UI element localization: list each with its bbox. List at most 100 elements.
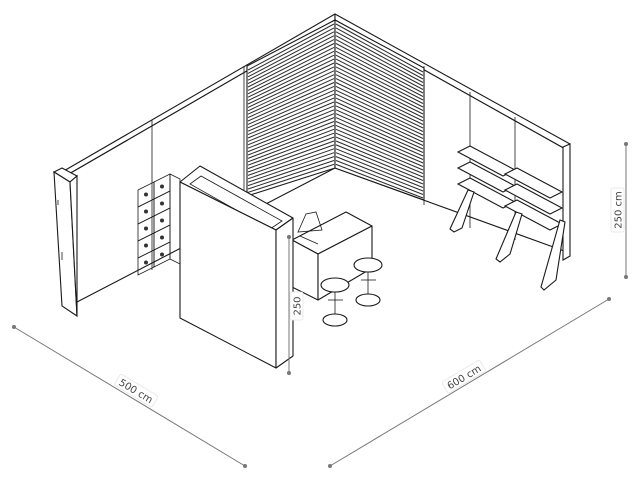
slat-line xyxy=(335,74,424,118)
slat-line xyxy=(335,156,424,192)
slat-line xyxy=(247,93,335,132)
slat-line xyxy=(247,121,335,156)
slat-line xyxy=(335,23,424,73)
cube-connector xyxy=(144,209,148,214)
slat-line xyxy=(335,113,424,153)
cube-shelf xyxy=(137,173,181,276)
slat-line xyxy=(335,148,424,185)
slat-line xyxy=(335,105,424,146)
cube-connector xyxy=(144,260,148,265)
slat-line xyxy=(247,109,335,146)
slat-line xyxy=(335,144,424,181)
slat-line xyxy=(335,62,424,108)
slat-line xyxy=(335,82,424,125)
slat-line xyxy=(335,39,424,87)
slat-line xyxy=(335,66,424,111)
cube-connector xyxy=(160,218,164,223)
dimension-depth: 500 cm xyxy=(12,325,247,468)
left-end-panel xyxy=(52,167,78,318)
cube-connector xyxy=(160,184,164,189)
slat-line xyxy=(335,163,424,199)
slat-line xyxy=(335,89,424,132)
slat-line xyxy=(247,70,335,112)
slat-line xyxy=(247,89,335,129)
slat-line xyxy=(335,85,424,129)
slat-line xyxy=(247,35,335,81)
slat-line xyxy=(335,152,424,188)
slat-line xyxy=(335,121,424,160)
dimension-height: 250 cm xyxy=(610,142,628,279)
right-end-edge xyxy=(562,143,571,261)
slat-line xyxy=(247,66,335,108)
slat-line xyxy=(335,31,424,80)
slat-line xyxy=(247,58,335,102)
slat-line xyxy=(247,113,335,149)
slat-line xyxy=(335,54,424,101)
slat-line xyxy=(335,43,424,90)
slat-line xyxy=(247,152,335,183)
cube-connector xyxy=(144,192,148,197)
slat-line xyxy=(247,148,335,180)
bar-stool-1 xyxy=(320,277,350,327)
dimension-width: 600 cm xyxy=(328,297,611,468)
dimension-partition-height: 250 xyxy=(287,235,304,375)
slat-line xyxy=(247,101,335,139)
cube-connector xyxy=(144,226,148,231)
slat-line xyxy=(335,97,424,139)
slat-line xyxy=(247,23,335,71)
slat-line xyxy=(335,128,424,167)
slat-line xyxy=(335,50,424,97)
slat-line xyxy=(247,43,335,88)
slat-line xyxy=(335,70,424,115)
cube-connector xyxy=(160,201,164,206)
slatwall-right xyxy=(334,19,425,201)
slat-line xyxy=(247,132,335,166)
slat-line xyxy=(335,160,424,195)
slat-line xyxy=(335,27,424,76)
slat-line xyxy=(247,163,335,193)
slat-line xyxy=(335,132,424,171)
slat-line xyxy=(247,128,335,163)
slat-line xyxy=(247,78,335,119)
slat-line xyxy=(247,46,335,91)
cube-connector xyxy=(144,243,148,248)
slat-line xyxy=(335,78,424,122)
cube-connector xyxy=(160,252,164,257)
slat-line xyxy=(247,117,335,153)
cube-connector xyxy=(160,235,164,240)
slat-line xyxy=(335,58,424,104)
slat-line xyxy=(247,50,335,95)
slat-line xyxy=(247,27,335,74)
slat-line xyxy=(335,140,424,178)
slat-line xyxy=(247,105,335,142)
slat-line xyxy=(247,62,335,105)
slat-line xyxy=(335,109,424,150)
slatwall-left xyxy=(246,19,336,197)
slat-line xyxy=(247,136,335,170)
partition-height-label: 250 xyxy=(293,296,304,315)
slat-line xyxy=(247,124,335,159)
slat-line xyxy=(247,54,335,98)
bar-stool-2 xyxy=(353,257,383,307)
slat-line xyxy=(247,160,335,190)
slat-line xyxy=(335,124,424,164)
slat-line xyxy=(335,117,424,157)
slat-line xyxy=(335,136,424,174)
slat-line xyxy=(247,39,335,85)
slat-line xyxy=(247,74,335,115)
wall-shelves xyxy=(449,145,566,291)
slat-line xyxy=(247,97,335,136)
slat-line xyxy=(247,31,335,78)
slat-line xyxy=(335,101,424,143)
slat-line xyxy=(335,93,424,136)
slat-line xyxy=(247,156,335,187)
height-label: 250 cm xyxy=(614,191,625,229)
slat-line xyxy=(247,85,335,125)
slat-line xyxy=(247,140,335,173)
slat-line xyxy=(247,144,335,176)
slat-line xyxy=(335,46,424,94)
slat-line xyxy=(247,82,335,122)
slat-line xyxy=(335,35,424,83)
